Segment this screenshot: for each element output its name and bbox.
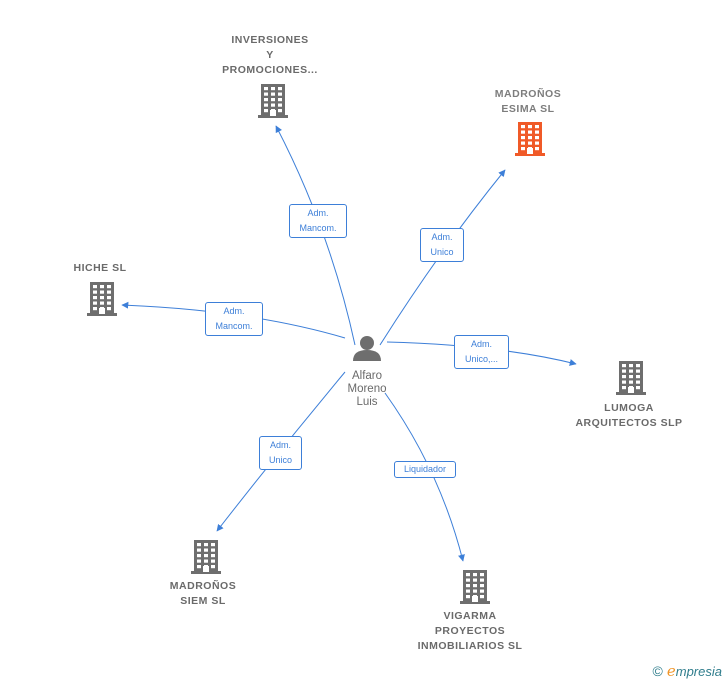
relation-label-vigarma: Liquidador: [394, 461, 456, 478]
person-icon: [353, 336, 381, 361]
brand-logo-initial: e: [666, 662, 676, 680]
company-label-vigarma[interactable]: VIGARMA PROYECTOS INMOBILIARIOS SL: [417, 610, 523, 652]
building-icon: [258, 84, 288, 118]
relation-label-madronos-esima: Adm. Unico: [420, 228, 464, 262]
company-label-madronos-siem[interactable]: MADROÑOS SIEM SL: [169, 580, 237, 607]
building-icon: [515, 122, 545, 156]
building-icon: [87, 282, 117, 316]
relation-label-inversiones: Adm. Mancom.: [289, 204, 347, 238]
relation-label-madronos-siem: Adm. Unico: [259, 436, 302, 470]
building-icon: [191, 540, 221, 574]
copyright-symbol: ©: [652, 663, 663, 679]
brand-name: mpresia: [675, 664, 722, 679]
relation-label-hiche: Adm. Mancom.: [205, 302, 263, 336]
building-icon: [460, 570, 490, 604]
company-label-hiche[interactable]: HICHE SL: [73, 262, 127, 274]
person-label[interactable]: Alfaro Moreno Luis: [347, 370, 387, 408]
company-label-inversiones[interactable]: INVERSIONES Y PROMOCIONES...: [222, 34, 318, 76]
company-label-madronos-esima[interactable]: MADROÑOS ESIMA SL: [494, 88, 562, 115]
footer-brand[interactable]: ©empresia: [653, 662, 722, 680]
relation-label-lumoga: Adm. Unico,...: [454, 335, 509, 369]
company-label-lumoga[interactable]: LUMOGA ARQUITECTOS SLP: [575, 402, 683, 429]
building-icon: [616, 361, 646, 395]
